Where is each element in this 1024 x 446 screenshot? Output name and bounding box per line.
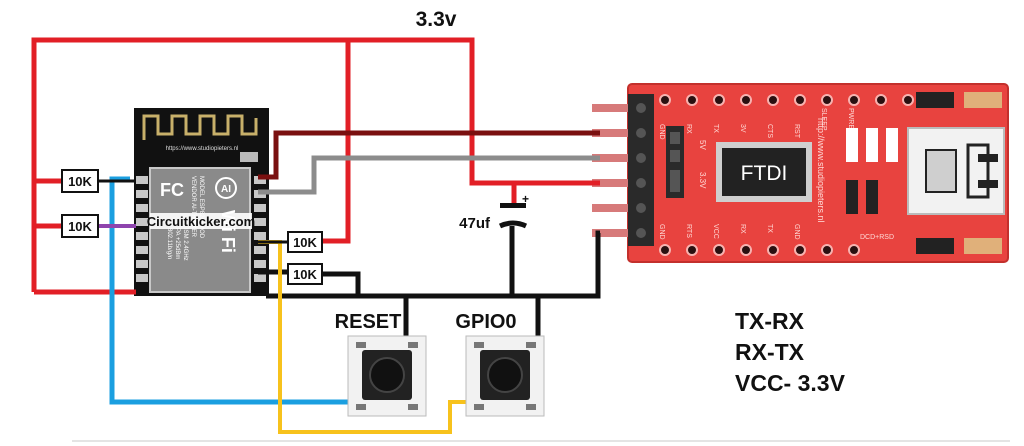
svg-text:SLEEP: SLEEP: [820, 108, 827, 131]
resistor-1: 10K: [61, 169, 99, 193]
ftdi-label: FTDI: [741, 162, 788, 185]
wire-rx: [258, 155, 600, 195]
wire-reset: [109, 176, 352, 405]
esp-spec-text: MODEL ESP8266MOD VENDOR AI-THINKER ISM 2…: [166, 176, 204, 261]
ftdi-smd-components: DCD+RSD: [846, 92, 1002, 254]
ai-thinker-logo-icon: [215, 177, 237, 199]
ftdi-top-holes: [659, 94, 914, 106]
ftdi-bottom-holes: [659, 244, 860, 256]
svg-text:VCC: VCC: [712, 224, 719, 239]
svg-text:AI: AI: [221, 184, 231, 195]
wire-tx: [258, 130, 600, 180]
note-vcc: VCC- 3.3V: [735, 370, 845, 396]
capacitor: + 47uf: [459, 192, 529, 232]
svg-text:PA +25dBm: PA +25dBm: [174, 228, 180, 259]
svg-text:DCD+RSD: DCD+RSD: [860, 234, 894, 241]
svg-text:RTS: RTS: [685, 224, 692, 238]
svg-text:3.3V: 3.3V: [698, 172, 707, 189]
svg-text:3V: 3V: [739, 124, 746, 133]
esp-pads-left: [136, 176, 148, 282]
note-tx-rx: TX-RX: [735, 308, 804, 334]
connection-notes: TX-RX RX-TX VCC- 3.3V: [735, 306, 845, 399]
wire-misc: [98, 179, 290, 244]
ftdi-watermark: http://www.studiopieters.nl: [816, 118, 826, 223]
capacitor-polarity: +: [522, 192, 529, 206]
resistor-4: 10K: [287, 263, 323, 285]
usb-connector-icon: [907, 127, 1005, 215]
ftdi-board: GND RX TX 3V CTS RST SLEEP PWREN GND RTS…: [592, 83, 1009, 263]
gpio0-label: GPIO0: [455, 311, 516, 333]
diagram-title: 3.3v: [416, 8, 457, 31]
wire-vcc: [31, 37, 600, 295]
svg-text:GND: GND: [793, 224, 800, 240]
wire-gnd: [258, 226, 601, 336]
svg-text:RX: RX: [685, 124, 692, 134]
svg-text:TX: TX: [766, 224, 773, 233]
note-rx-tx: RX-TX: [735, 339, 804, 365]
svg-text:10K: 10K: [293, 235, 317, 250]
svg-text:GND: GND: [658, 224, 665, 240]
fcc-mark: FC: [160, 180, 184, 200]
esp-watermark: https://www.studiopieters.nl: [166, 146, 239, 152]
resistor-3: 10K: [287, 231, 323, 253]
svg-text:10K: 10K: [68, 219, 92, 234]
gpio0-button: [465, 335, 545, 417]
ftdi-voltage-jumper: 5V 3.3V: [666, 126, 707, 198]
svg-text:MODEL ESP8266MOD: MODEL ESP8266MOD: [198, 176, 204, 239]
svg-text:TX: TX: [712, 124, 719, 133]
svg-text:VENDOR AI-THINKER: VENDOR AI-THINKER: [190, 176, 196, 238]
resistor-2: 10K: [61, 214, 99, 238]
reset-button: [347, 335, 427, 417]
brand-label: Circuitkicker.com: [147, 214, 255, 229]
svg-text:RST: RST: [793, 124, 800, 139]
esp8266-module: https://www.studiopieters.nl FC AI Wi Fi…: [134, 108, 269, 296]
reset-label: RESET: [335, 311, 402, 333]
ftdi-chip: FTDI: [716, 142, 812, 202]
svg-text:PWREN: PWREN: [847, 108, 854, 134]
capacitor-label: 47uf: [459, 215, 491, 232]
svg-text:802.11b/g/n: 802.11b/g/n: [166, 228, 172, 259]
ftdi-silk-bottom: GND RTS VCC RX TX GND: [658, 224, 800, 240]
svg-text:RX: RX: [739, 224, 746, 234]
svg-text:10K: 10K: [68, 174, 92, 189]
svg-text:CTS: CTS: [766, 124, 773, 138]
ftdi-silk-top: GND RX TX 3V CTS RST SLEEP PWREN: [658, 108, 854, 140]
svg-text:10K: 10K: [293, 267, 317, 282]
ftdi-header-pins: [592, 94, 654, 246]
svg-text:GND: GND: [658, 124, 665, 140]
svg-text:ISM 2.4GHz: ISM 2.4GHz: [182, 228, 188, 261]
svg-text:5V: 5V: [698, 140, 707, 150]
